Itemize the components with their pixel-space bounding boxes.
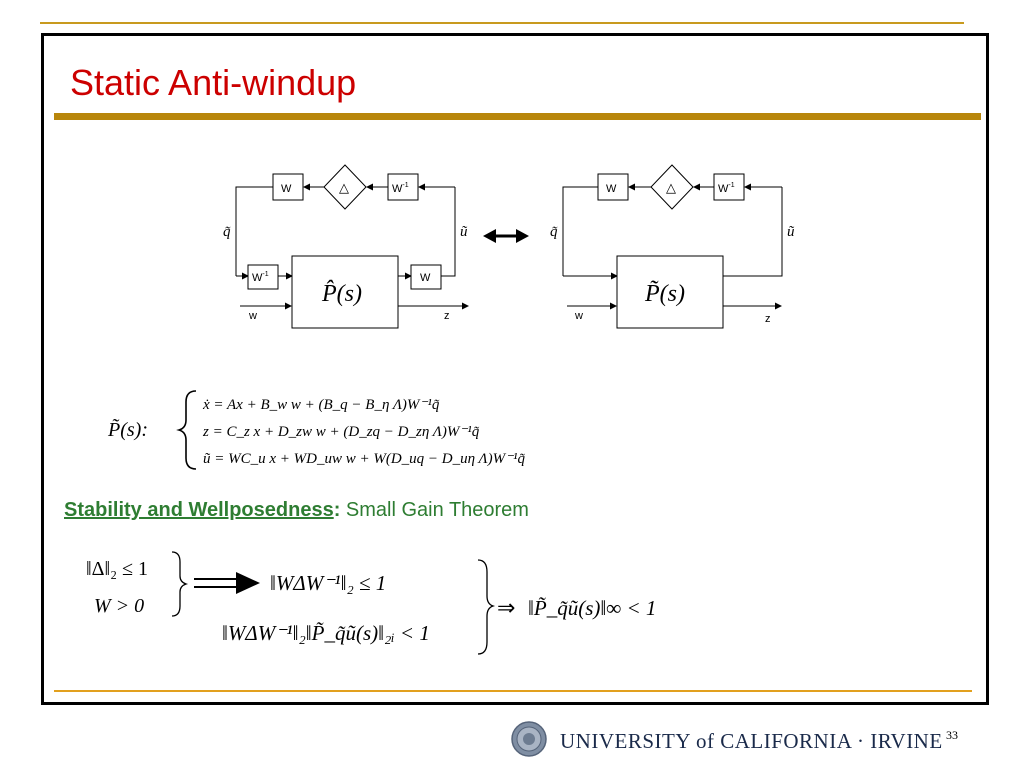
stability-text: Small Gain Theorem bbox=[340, 499, 529, 521]
slide-title: Static Anti-windup bbox=[70, 62, 357, 103]
implies-arrow-icon: ⇒ bbox=[497, 595, 515, 620]
right-u-label: ũ bbox=[787, 224, 795, 240]
left-bottom-winv-label: W-1 bbox=[252, 271, 269, 284]
left-plant-label: P̂(s) bbox=[321, 280, 362, 307]
condition-scaled-norm: ‖WΔW⁻¹‖₂ ≤ 1 bbox=[270, 571, 386, 595]
bottom-rule bbox=[54, 690, 972, 692]
condition-brace-right bbox=[477, 559, 496, 655]
delta-icon: △ bbox=[666, 180, 676, 195]
left-plant-block bbox=[291, 255, 399, 329]
left-bottom-w-block bbox=[410, 264, 442, 290]
condition-delta-norm: ‖Δ‖₂ ≤ 1 bbox=[86, 558, 148, 580]
equation-line-2: z = C_z x + D_zw w + (D_zq − D_zη Λ)W⁻¹q… bbox=[202, 424, 480, 440]
condition-result: ‖P̃_q̃ũ(s)‖∞ < 1 bbox=[528, 596, 656, 620]
right-delta-block bbox=[650, 164, 694, 210]
condition-product-norm: ‖WΔW⁻¹‖₂‖P̃_q̃ũ(s)‖₂ᵢ < 1 bbox=[222, 621, 430, 645]
left-delta-block bbox=[323, 164, 367, 210]
equation-line-3: ũ = WC_u x + WD_uw w + W(D_uq − D_uη Λ)W… bbox=[203, 451, 526, 467]
left-diagram bbox=[235, 164, 469, 329]
left-z-output-label: z bbox=[444, 310, 450, 322]
stability-heading: Stability and Wellposedness: Small Gain … bbox=[64, 499, 529, 522]
right-diagram-labels: W △ W-1 P̃(s) q̃ ũ w z bbox=[550, 180, 795, 325]
right-diagram bbox=[562, 164, 783, 329]
left-bottom-winv-block bbox=[247, 264, 279, 290]
right-plant-label: P̃(s) bbox=[644, 280, 685, 307]
state-space-equations: P̃(s): ẋ = Ax + B_w w + (B_q − B_η Λ)W⁻¹… bbox=[107, 390, 526, 470]
right-plant-block bbox=[616, 255, 724, 329]
title-underline bbox=[54, 113, 981, 120]
left-w-input-label: w bbox=[248, 310, 257, 322]
small-gain-conditions: ‖Δ‖₂ ≤ 1 W > 0 ‖WΔW⁻¹‖₂ ≤ 1 ‖WΔW⁻¹‖₂‖P̃_… bbox=[86, 551, 656, 655]
condition-w-positive: W > 0 bbox=[94, 595, 144, 617]
left-bottom-w-label: W bbox=[420, 272, 431, 284]
stability-colon: : bbox=[333, 499, 341, 521]
right-z-output-label: z bbox=[765, 313, 771, 325]
page-number: 33 bbox=[946, 728, 958, 742]
left-top-w-label: W bbox=[281, 183, 292, 195]
right-q-label: q̃ bbox=[550, 224, 558, 240]
left-q-label: q̃ bbox=[223, 224, 231, 240]
double-arrow-icon bbox=[483, 229, 529, 243]
equation-lhs: P̃(s): bbox=[107, 418, 148, 441]
left-diagram-labels: W △ W-1 W-1 W P̂(s) q̃ ũ w z bbox=[223, 180, 468, 322]
left-top-winv-label: W-1 bbox=[392, 182, 409, 195]
slide-frame bbox=[41, 33, 989, 705]
delta-icon: △ bbox=[339, 180, 349, 195]
right-top-winv-label: W-1 bbox=[718, 182, 735, 195]
uc-seal-icon bbox=[511, 721, 547, 757]
stability-label: Stability and Wellposedness bbox=[64, 499, 334, 521]
implication-arrow-icon bbox=[194, 572, 260, 594]
university-wordmark: UNIVERSITY of CALIFORNIA · IRVINE bbox=[560, 729, 943, 753]
right-top-w-label: W bbox=[606, 183, 617, 195]
equation-line-1: ẋ = Ax + B_w w + (B_q − B_η Λ)W⁻¹q̃ bbox=[202, 397, 440, 413]
condition-brace-left bbox=[171, 551, 189, 617]
left-top-winv-block bbox=[387, 173, 419, 201]
right-w-input-label: w bbox=[574, 310, 583, 322]
left-u-label: ũ bbox=[460, 224, 468, 240]
equation-brace bbox=[176, 390, 197, 470]
top-rule bbox=[40, 22, 964, 24]
